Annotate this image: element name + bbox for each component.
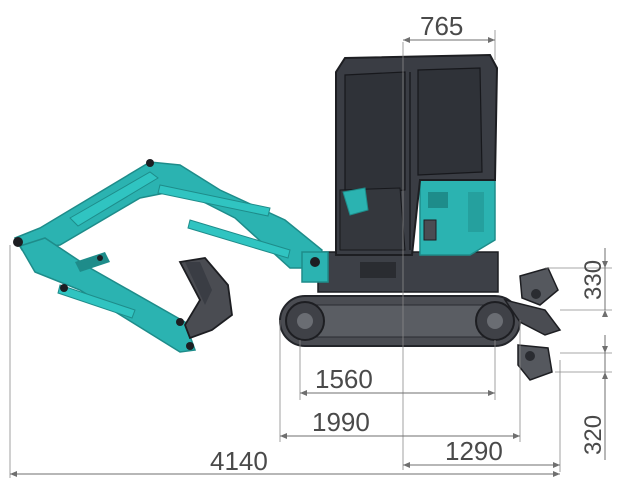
label-track-overall: 1990: [312, 407, 370, 437]
dim-right-verticals: [545, 248, 612, 460]
dim-overall-length: [9, 245, 560, 478]
label-upper-height: 330: [580, 260, 607, 300]
excavator-drawing: [13, 53, 562, 381]
cab: [335, 53, 499, 256]
label-overall-length: 4140: [210, 446, 268, 476]
label-top-width: 765: [420, 11, 463, 41]
dozer-blade: [503, 267, 562, 381]
boom-arm: [13, 159, 329, 353]
dim-tail-to-blade: [403, 360, 561, 472]
label-track-length: 1560: [315, 364, 373, 394]
dimension-lines: [9, 30, 612, 478]
label-lower-height: 320: [580, 415, 607, 455]
label-tail-to-blade: 1290: [445, 436, 503, 466]
dim-track-overall: [279, 320, 521, 442]
bucket: [178, 257, 233, 340]
dim-top-width: [402, 30, 496, 470]
dim-track-length: [299, 340, 496, 400]
dimension-labels: 765 1560 1990 1290 4140 330 320: [210, 11, 607, 476]
track-assembly: [279, 295, 521, 347]
upper-body: [317, 179, 499, 293]
